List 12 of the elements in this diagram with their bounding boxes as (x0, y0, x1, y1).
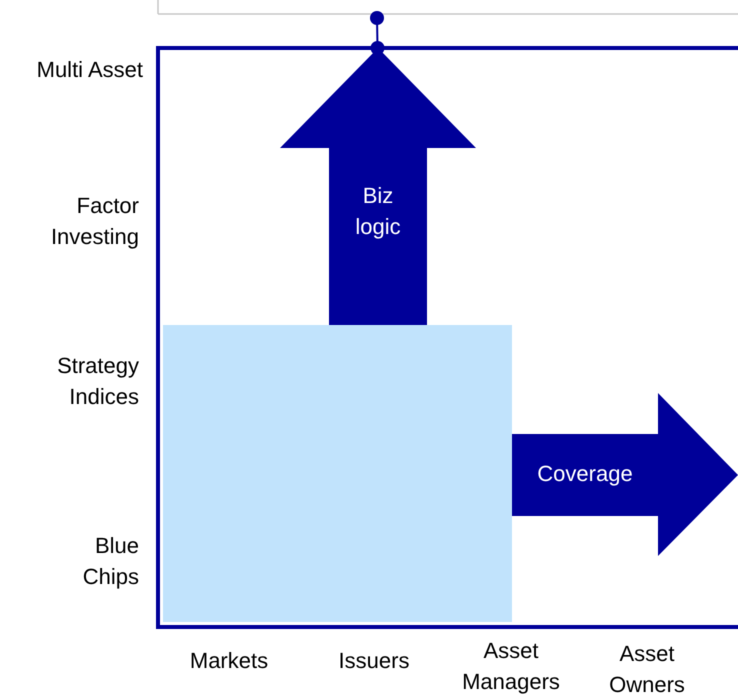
axis-label: Multi Asset (36, 56, 143, 84)
axis-label: Issuers (338, 647, 410, 675)
axis-label: Strategy Indices (56, 352, 139, 411)
axis-label: Markets (188, 647, 270, 675)
arrow-label: Biz logic (354, 182, 402, 241)
axis-label: Asset Managers (461, 637, 561, 696)
right-arrow (512, 393, 738, 556)
axis-label: Factor Investing (50, 192, 139, 251)
arrow-label: Coverage (536, 460, 634, 488)
axis-label: Asset Owners (608, 640, 686, 696)
shaded-region (163, 325, 512, 622)
axis-label: Blue Chips (82, 532, 139, 591)
